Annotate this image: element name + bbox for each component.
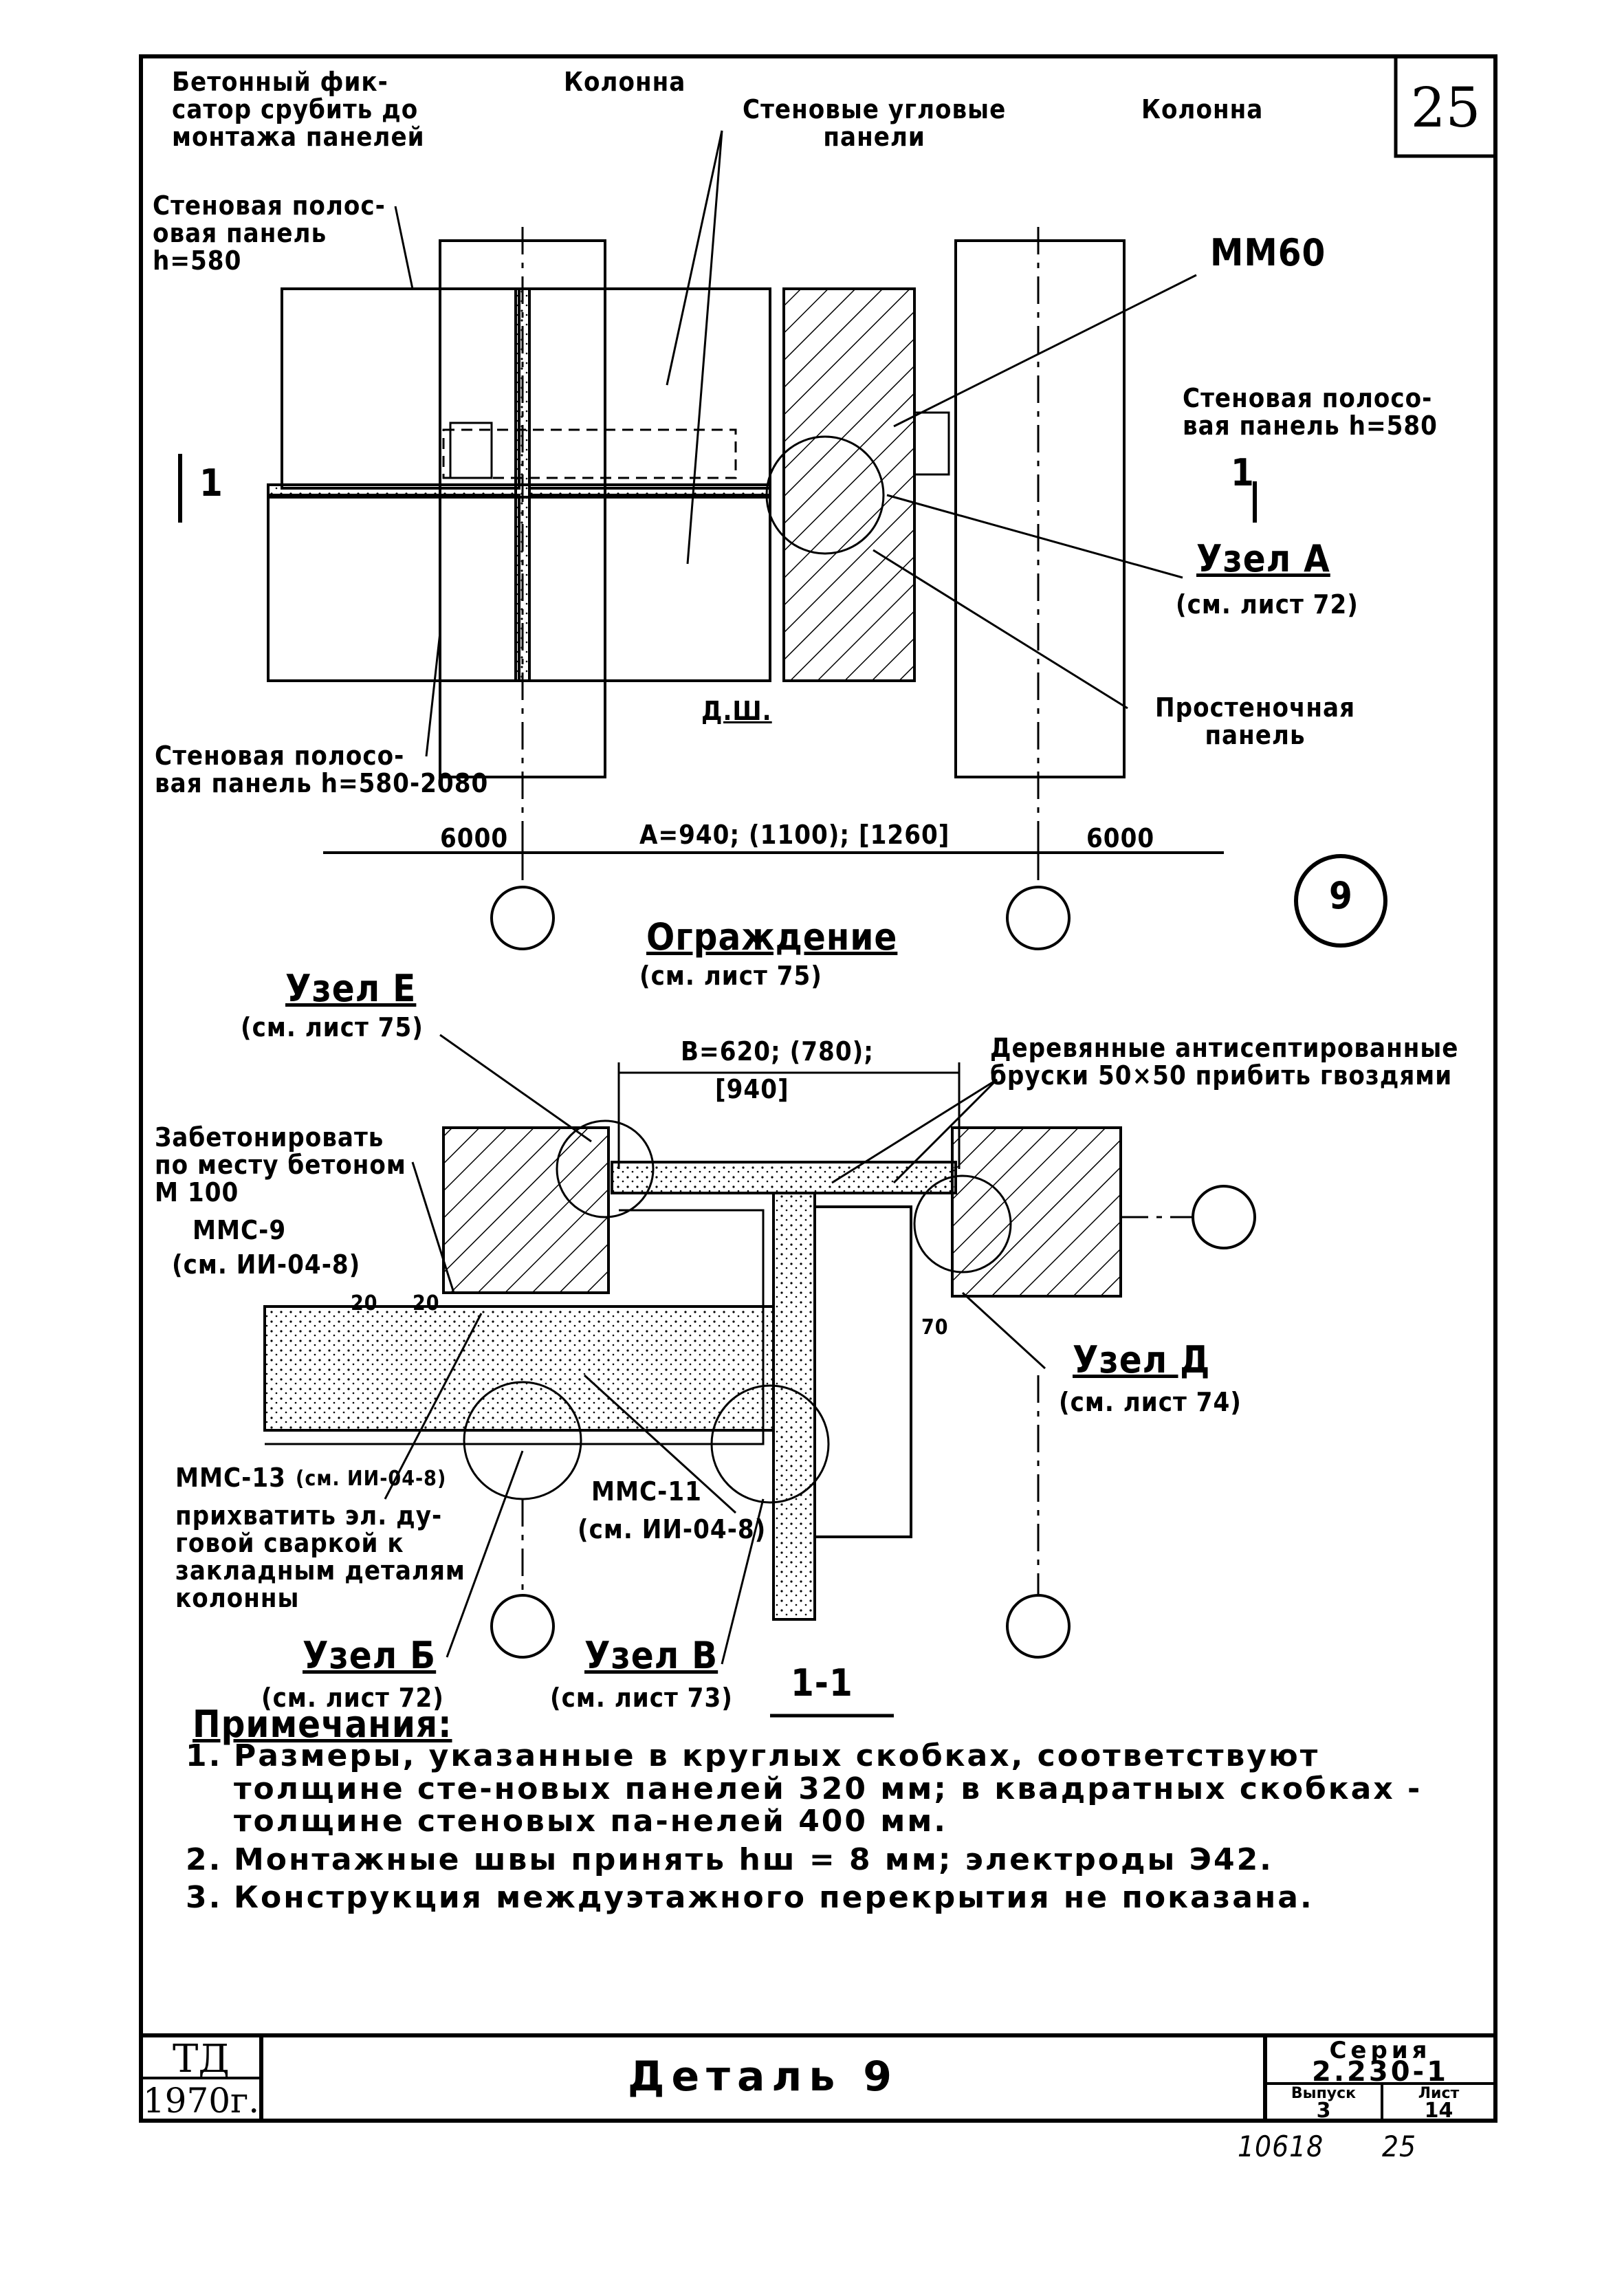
label-mms13-ref: (см. ИИ-04-8): [296, 1467, 447, 1491]
label-node-a: Узел А: [1196, 537, 1330, 580]
label-node-v: Узел В: [584, 1634, 718, 1677]
label-pier-panel: Простеночная панель: [1155, 692, 1356, 750]
label-mms11-ref: (см. ИИ-04-8): [578, 1514, 767, 1544]
label-mms13: ММС-13: [175, 1463, 286, 1493]
footer-code: 10618: [1238, 2130, 1324, 2163]
label-mms9-ref: (см. ИИ-04-8): [172, 1249, 361, 1280]
label-dsh: Д.Ш.: [701, 696, 772, 726]
dim-70: 70: [921, 1315, 949, 1340]
dim-20a: 20: [351, 1291, 378, 1315]
label-wood-bars: Деревянные антисептированные бруски 50×5…: [990, 1033, 1459, 1091]
plan-view: [178, 130, 1387, 950]
note-number: 3.: [186, 1880, 223, 1916]
section-1-1-view: [263, 1034, 1256, 1718]
dim-b: В=620; (780);: [681, 1036, 874, 1067]
label-node-d: Узел Д: [1073, 1338, 1211, 1381]
dim-left: 6000: [440, 823, 509, 853]
dim-20b: 20: [413, 1291, 440, 1315]
label-node-a-ref: (см. лист 72): [1176, 589, 1359, 620]
label-node-b-ref: (см. лист 72): [261, 1683, 444, 1713]
label-strip-panel-top-left: Стеновая полос- овая панель h=580: [153, 190, 386, 276]
note-item: 2. Монтажные швы принять hш = 8 мм; элек…: [186, 1844, 1478, 1877]
note-item: 1. Размеры, указанные в круглых скобках,…: [186, 1740, 1478, 1838]
label-mms13-note: прихватить эл. ду- говой сваркой к закла…: [175, 1500, 465, 1613]
detail-number-bubble: 9: [1329, 874, 1353, 917]
issue-number: 3: [1316, 2099, 1331, 2123]
notes-list: 1. Размеры, указанные в круглых скобках,…: [186, 1740, 1478, 1920]
label-corner-panels: Стеновые угловые панели: [743, 94, 1007, 152]
note-item: 3. Конструкция междуэтажного перекрытия …: [186, 1881, 1478, 1914]
label-node-e: Узел Е: [285, 967, 417, 1010]
label-column-left: Колонна: [564, 67, 686, 97]
sheet-label: Лист: [1418, 2085, 1460, 2102]
dim-b2: [940]: [715, 1074, 789, 1104]
sheet-number-box: [1394, 54, 1497, 158]
org-code: ТД: [173, 2037, 230, 2081]
label-mm60: ММ60: [1210, 231, 1326, 274]
label-mms9: ММС-9: [193, 1215, 287, 1245]
section-mark-right: 1: [1231, 451, 1255, 494]
sheet-value: 14: [1424, 2099, 1453, 2123]
label-column-right: Колонна: [1141, 94, 1264, 124]
label-concrete-in-place: Забетонировать по месту бетоном М 100: [155, 1122, 406, 1207]
label-concrete-fixer: Бетонный фик- сатор срубить до монтажа п…: [172, 67, 425, 152]
sheet-number: 25: [1410, 76, 1481, 140]
notes-title: Примечания:: [193, 1703, 452, 1746]
dim-right: 6000: [1086, 823, 1155, 853]
issue-label: Выпуск: [1291, 2085, 1357, 2102]
label-guard: Ограждение: [646, 915, 898, 959]
note-text: Конструкция междуэтажного перекрытия не …: [234, 1880, 1314, 1916]
title-block: [141, 2033, 1495, 2121]
section-mark-left: 1: [199, 461, 223, 505]
section-title: 1-1: [791, 1661, 853, 1705]
footer-page: 25: [1382, 2130, 1417, 2163]
label-guard-ref: (см. лист 75): [639, 961, 822, 991]
label-node-b: Узел Б: [303, 1634, 437, 1677]
note-number: 1.: [186, 1738, 223, 1773]
label-node-v-ref: (см. лист 73): [550, 1683, 733, 1713]
series-number: 2.230-1: [1312, 2056, 1449, 2088]
label-node-d-ref: (см. лист 74): [1059, 1387, 1242, 1417]
note-text: Размеры, указанные в круглых скобках, со…: [234, 1738, 1423, 1839]
note-number: 2.: [186, 1841, 223, 1877]
label-strip-panel-bottom: Стеновая полосо- вая панель h=580-2080: [155, 741, 489, 798]
dim-mid: А=940; (1100); [1260]: [639, 820, 950, 850]
series-label: Серия: [1329, 2037, 1431, 2064]
sheet-frame: [139, 54, 1497, 2123]
drawing-title: Деталь 9: [628, 2053, 899, 2101]
label-node-e-ref: (см. лист 75): [241, 1012, 424, 1042]
label-strip-panel-right: Стеновая полосо- вая панель h=580: [1183, 383, 1438, 441]
label-mms11: ММС-11: [591, 1476, 702, 1507]
note-text: Монтажные швы принять hш = 8 мм; электро…: [234, 1841, 1273, 1877]
year: 1970г.: [142, 2081, 260, 2121]
